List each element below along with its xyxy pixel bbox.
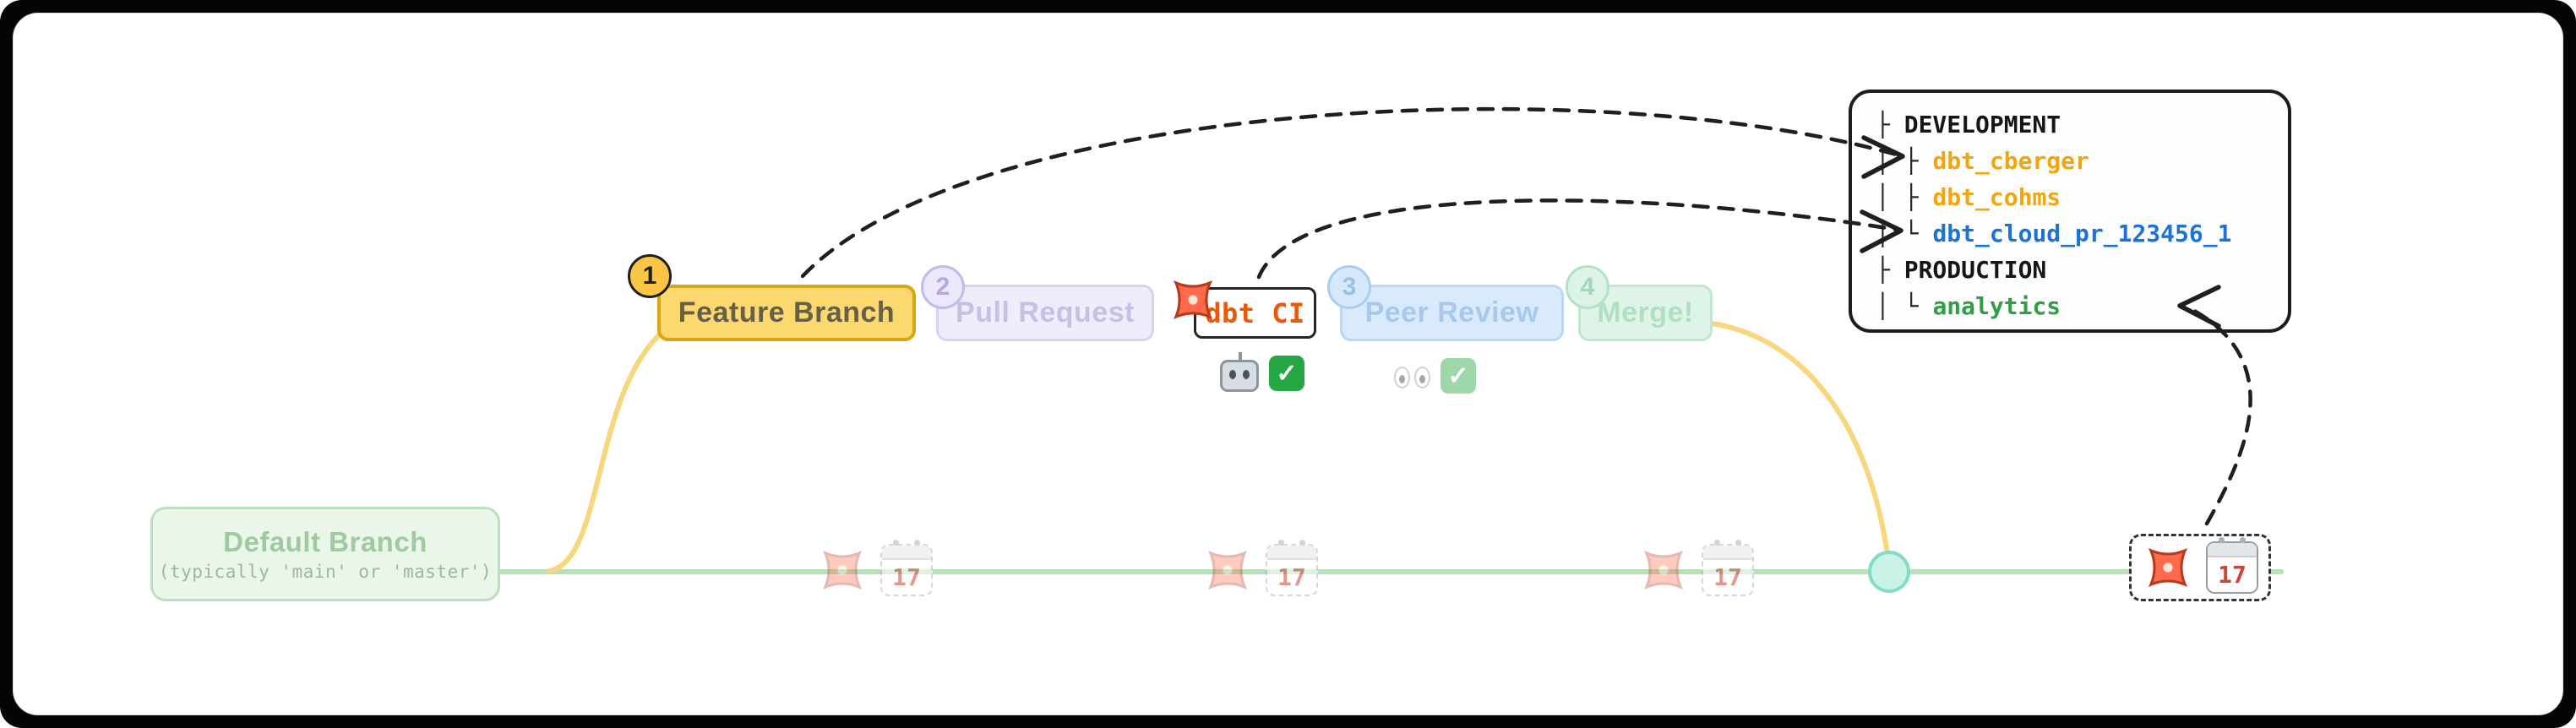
dbt-ci-label: dbt CI	[1205, 296, 1305, 329]
dbt-logo-icon	[822, 550, 863, 590]
robot-icon	[1220, 352, 1259, 392]
review-status: ✓	[1394, 358, 1476, 394]
peer-review-label: Peer Review	[1364, 296, 1539, 329]
default-branch-title: Default Branch	[223, 526, 428, 557]
feature-branch-label: Feature Branch	[678, 296, 896, 329]
merge-commit-dot	[1868, 551, 1910, 593]
peer-review-box: Peer Review	[1340, 285, 1564, 341]
feature-branch-box: Feature Branch	[657, 285, 916, 341]
step-1-badge: 1	[628, 254, 672, 298]
calendar-icon: 17	[880, 540, 933, 596]
scheduled-run-1: 17	[816, 540, 933, 596]
default-branch-box: Default Branch (typically 'main' or 'mas…	[150, 507, 500, 601]
check-icon: ✓	[1269, 356, 1304, 391]
calendar-icon: 17	[1266, 540, 1318, 596]
scheduled-run-3: 17	[1637, 540, 1754, 596]
active-production-run: 17	[2129, 534, 2271, 601]
env-row-analytics: │ └ analytics	[1876, 292, 2061, 320]
dbt-logo-icon	[1207, 550, 1248, 590]
env-row-development: ├ DEVELOPMENT	[1876, 111, 2061, 139]
step-2-badge: 2	[921, 265, 965, 309]
env-row-dbt-cohms: │ ├ dbt_cohms	[1876, 183, 2061, 211]
dbt-ci-box: dbt CI	[1194, 287, 1316, 339]
env-row-production: ├ PRODUCTION	[1876, 256, 2047, 284]
dbt-logo-icon	[2148, 547, 2188, 588]
step-4-badge: 4	[1566, 265, 1609, 309]
scheduled-run-2: 17	[1201, 540, 1318, 596]
merge-label: Merge!	[1597, 296, 1694, 329]
step-3-badge: 3	[1327, 265, 1371, 309]
check-icon-faded: ✓	[1440, 358, 1476, 394]
default-branch-subtitle: (typically 'main' or 'master')	[158, 562, 493, 582]
calendar-icon: 17	[1702, 540, 1754, 596]
calendar-icon: 17	[2206, 537, 2258, 594]
ci-status: ✓	[1220, 352, 1304, 392]
eyes-icon	[1394, 367, 1430, 388]
env-row-dbt-cloud-pr: │ └ dbt_cloud_pr_123456_1	[1876, 220, 2232, 247]
dbt-logo-icon	[1643, 550, 1684, 590]
environments-panel: ├ DEVELOPMENT │ ├ dbt_cberger │ ├ dbt_co…	[1849, 90, 2291, 333]
pull-request-label: Pull Request	[956, 296, 1135, 329]
dbt-logo-icon	[1173, 280, 1213, 320]
env-row-dbt-cberger: │ ├ dbt_cberger	[1876, 147, 2089, 175]
pull-request-box: Pull Request	[936, 285, 1154, 341]
